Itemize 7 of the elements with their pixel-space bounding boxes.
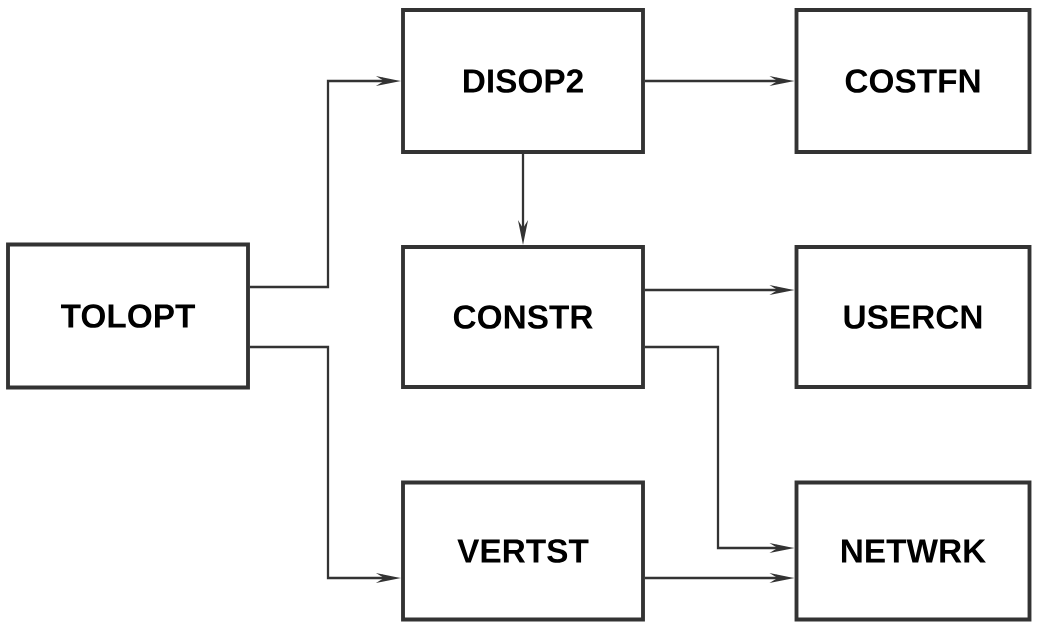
process-box: NETWRK xyxy=(794,480,1032,622)
process-box: DISOP2 xyxy=(401,8,645,154)
process-box: COSTFN xyxy=(794,8,1032,154)
process-box: VERTST xyxy=(401,480,645,622)
process-box: CONSTR xyxy=(401,245,645,389)
process-box: USERCN xyxy=(794,245,1032,389)
process-box: TOLOPT xyxy=(6,242,250,390)
